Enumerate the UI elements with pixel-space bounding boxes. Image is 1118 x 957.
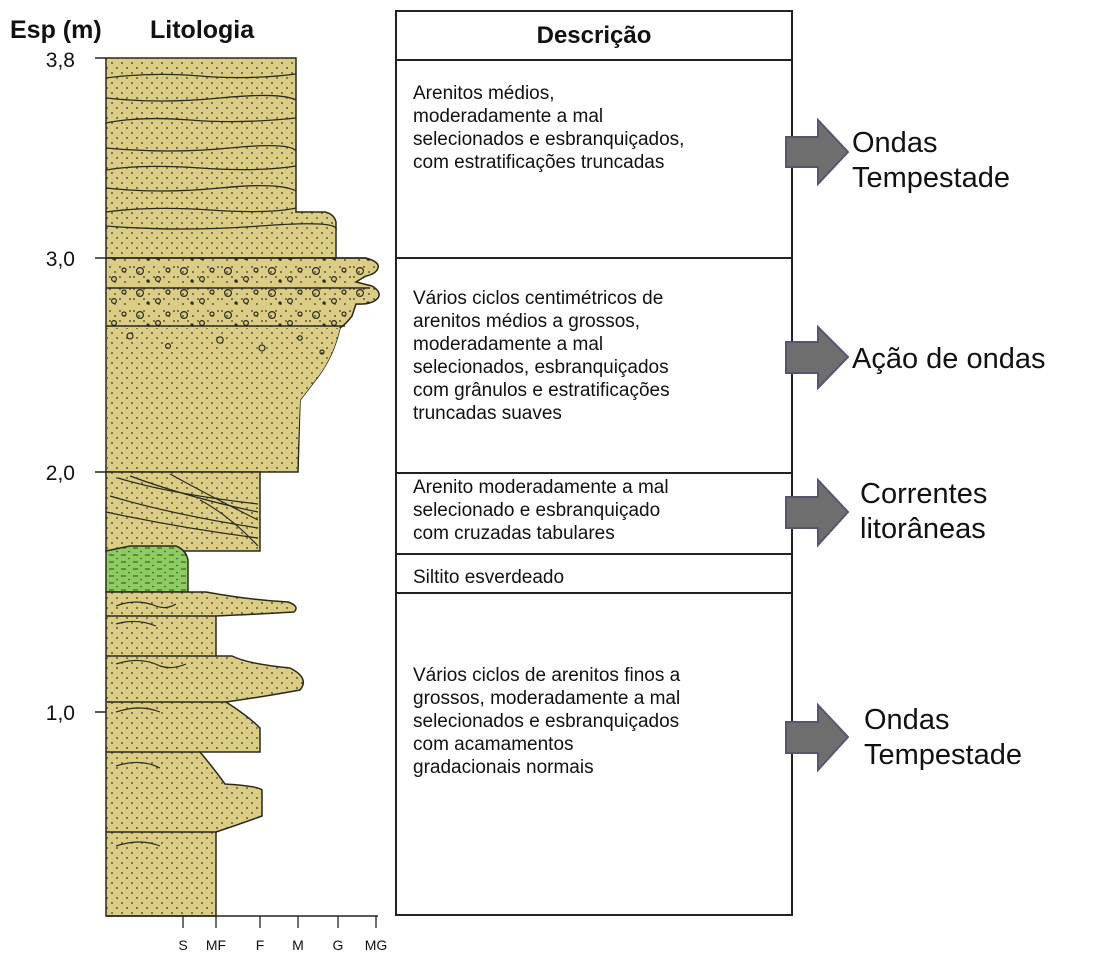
- unit-description-siltstone: Siltito esverdeado: [413, 567, 565, 588]
- cross-bedded-sandstone-bed: [105, 471, 261, 552]
- grain-size-label: M: [292, 937, 304, 953]
- depth-tick-label: 2,0: [45, 462, 75, 485]
- grain-size-label: G: [332, 937, 344, 953]
- row-divider: [397, 472, 791, 474]
- granule-scatter: [126, 332, 325, 355]
- grain-size-label: MF: [205, 937, 227, 953]
- row-divider: [397, 257, 791, 259]
- grain-size-label: F: [255, 937, 265, 953]
- depth-tick-label: 3,0: [45, 248, 75, 271]
- arrow-right-icon: [785, 324, 850, 391]
- arrow-right-icon: [785, 702, 850, 773]
- arrow-right-icon: [785, 117, 850, 187]
- row-divider: [397, 592, 791, 594]
- bed-boundaries: [106, 615, 226, 833]
- tabular-cross-bedding: [105, 473, 259, 547]
- grain-size-label: MG: [364, 937, 388, 953]
- arrow-right-icon: [785, 477, 850, 548]
- thickness-header: Esp (m): [10, 16, 102, 44]
- granule-sandstone-lower: [107, 328, 340, 471]
- description-table: Descrição Arenitos médios, moderadamente…: [395, 10, 793, 916]
- interpretation-granule-sandstone: Ação de ondas: [852, 343, 1046, 375]
- lithology-header: Litologia: [150, 16, 255, 44]
- unit-description-cross-bedded: Arenito moderadamente a mal selecionado …: [413, 477, 669, 544]
- lower-sandstone-bed: [105, 591, 305, 917]
- lithology-column: [95, 57, 380, 928]
- erosional-scours: [115, 601, 187, 847]
- interpretation-upper-sandstone: Ondas Tempestade: [852, 127, 1010, 194]
- depth-tick-label: 3,8: [45, 49, 75, 72]
- unit-description-granule-sandstone: Vários ciclos centimétricos de arenitos …: [413, 288, 670, 424]
- interpretation-cross-bedded: Correntes litorâneas: [860, 478, 988, 545]
- depth-tick-label: 1,0: [45, 702, 75, 725]
- row-divider: [397, 553, 791, 555]
- description-header: Descrição: [397, 12, 791, 61]
- grain-size-label: S: [178, 937, 188, 953]
- unit-description-upper-sandstone: Arenitos médios, moderadamente a mal sel…: [413, 83, 685, 173]
- unit-description-lower-sandstone: Vários ciclos de arenitos finos a grosso…: [413, 665, 681, 778]
- siltstone-bed: [105, 545, 189, 593]
- truncated-stratification: [105, 73, 337, 231]
- interpretation-lower-sandstone: Ondas Tempestade: [864, 704, 1022, 771]
